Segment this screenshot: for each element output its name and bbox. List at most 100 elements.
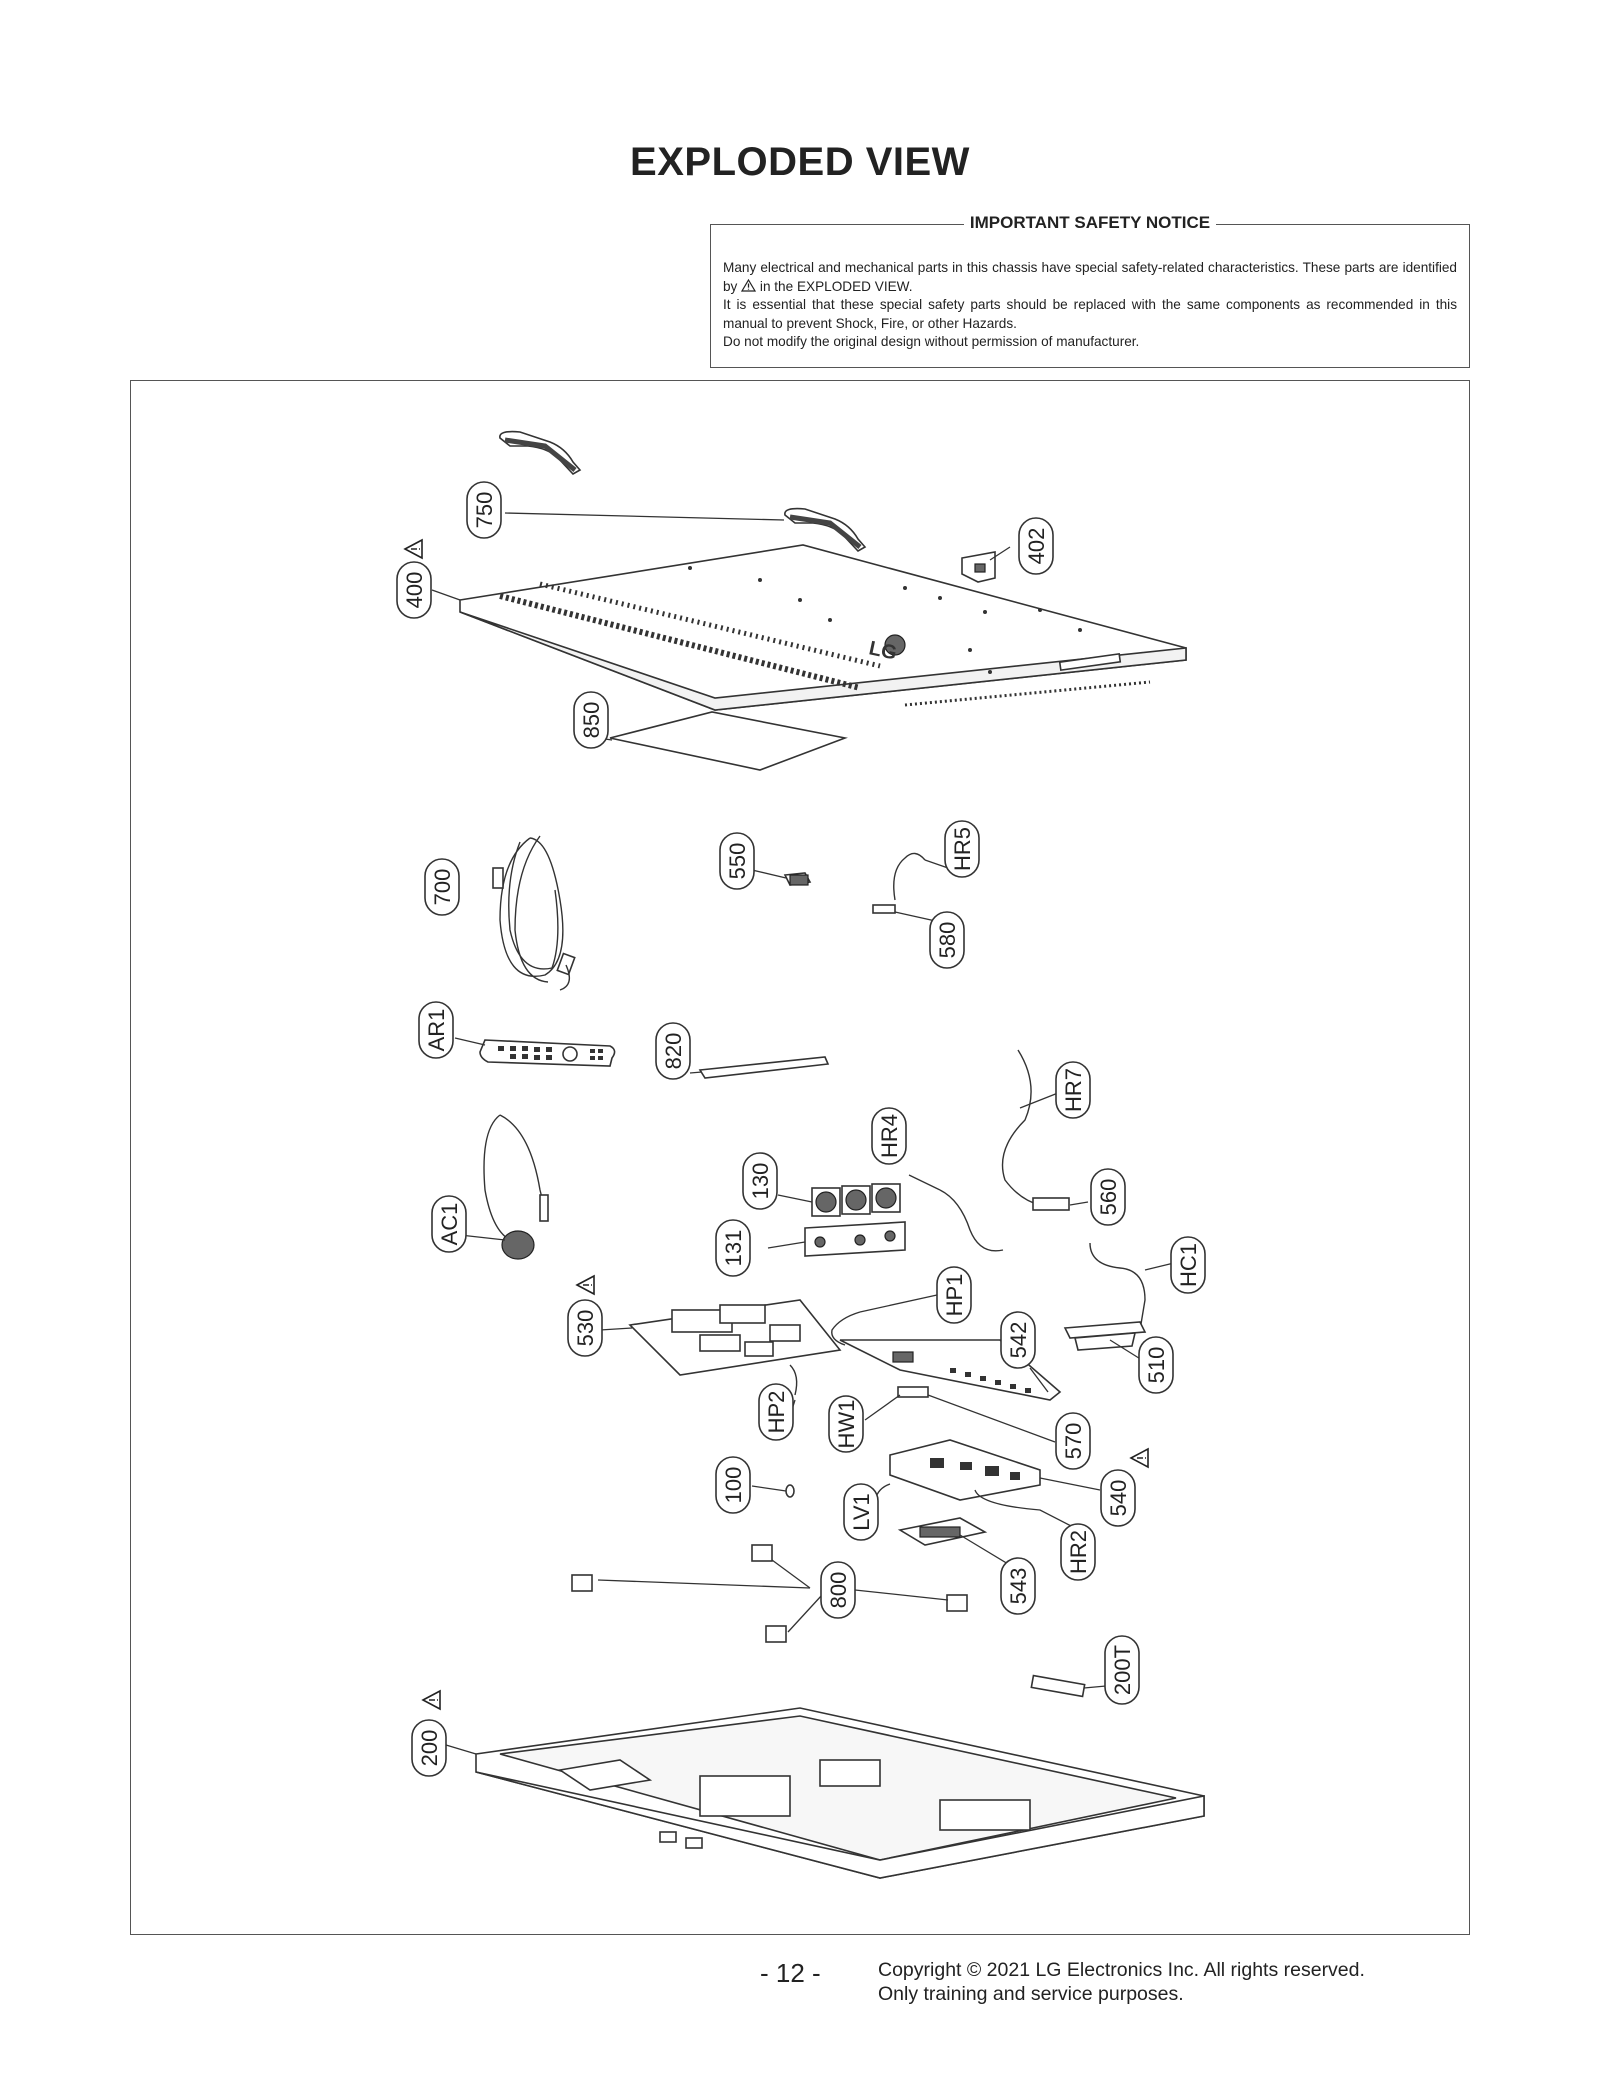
board-560-part	[1032, 1197, 1070, 1211]
part-label-542: 542	[1000, 1311, 1036, 1369]
part-label-550: 550	[719, 832, 755, 890]
fan-bracket-part	[804, 1221, 906, 1257]
part-label-hr7: HR7	[1055, 1061, 1091, 1119]
svg-text:402: 402	[1024, 528, 1049, 565]
part-label-131: 131	[715, 1219, 751, 1277]
part-label-820: 820	[655, 1022, 691, 1080]
svg-text:800: 800	[826, 1572, 851, 1609]
notice-line-2: It is essential that these special safet…	[723, 297, 1457, 331]
svg-text:HP2: HP2	[764, 1391, 789, 1434]
warning-triangle-icon	[575, 1274, 595, 1296]
power-board-part	[628, 1299, 842, 1376]
svg-text:700: 700	[430, 869, 455, 906]
part-label-402: 402	[1018, 517, 1054, 575]
back-cover-part: LG	[459, 544, 1187, 711]
connector-board-part	[872, 852, 926, 914]
svg-text:131: 131	[721, 1230, 746, 1267]
part-label-580: 580	[929, 911, 965, 969]
notice-line-1b: in the EXPLODED VIEW.	[759, 278, 913, 294]
part-label-130: 130	[742, 1152, 778, 1210]
svg-text:HW1: HW1	[834, 1400, 859, 1449]
board-570-part	[897, 1386, 929, 1398]
svg-text:540: 540	[1106, 1480, 1131, 1517]
part-label-800: 800	[820, 1561, 856, 1619]
part-label-hc1: HC1	[1170, 1236, 1206, 1294]
svg-text:LV1: LV1	[849, 1493, 874, 1531]
strip-part	[698, 1056, 830, 1079]
part-label-510: 510	[1138, 1336, 1174, 1394]
part-label-100: 100	[715, 1456, 751, 1514]
svg-text:530: 530	[573, 1310, 598, 1347]
svg-text:560: 560	[1096, 1179, 1121, 1216]
safety-notice-text: Many electrical and mechanical parts in …	[723, 259, 1457, 352]
remote-control-part	[479, 1039, 616, 1067]
svg-text:AR1: AR1	[424, 1009, 449, 1052]
part-label-560: 560	[1090, 1168, 1126, 1226]
part-label-lv1: LV1	[843, 1483, 879, 1541]
svg-text:HP1: HP1	[942, 1274, 967, 1317]
svg-text:HR4: HR4	[877, 1114, 902, 1158]
svg-text:750: 750	[472, 492, 497, 529]
svg-text:AC1: AC1	[437, 1203, 462, 1246]
warning-triangle-icon	[1129, 1447, 1149, 1469]
svg-text:510: 510	[1144, 1347, 1169, 1384]
copyright-text: Copyright © 2021 LG Electronics Inc. All…	[878, 1958, 1365, 2006]
svg-text:820: 820	[661, 1033, 686, 1070]
tcon-board-part	[897, 1517, 988, 1546]
svg-text:200: 200	[417, 1730, 442, 1767]
part-label-hp2: HP2	[758, 1383, 794, 1441]
leader-lines	[431, 512, 1179, 1755]
small-block-part	[783, 872, 812, 886]
part-label-400: 400	[396, 561, 432, 619]
part-label-850: 850	[573, 691, 609, 749]
part-label-ar1: AR1	[418, 1001, 454, 1059]
svg-text:570: 570	[1061, 1423, 1086, 1460]
svg-text:543: 543	[1006, 1568, 1031, 1605]
part-label-hr5: HR5	[944, 820, 980, 878]
svg-text:100: 100	[721, 1467, 746, 1504]
part-label-ac1: AC1	[431, 1195, 467, 1253]
part-label-543: 543	[1000, 1557, 1036, 1615]
part-label-570: 570	[1055, 1412, 1091, 1470]
svg-text:HR7: HR7	[1061, 1068, 1086, 1112]
notice-line-3: Do not modify the original design withou…	[723, 334, 1140, 349]
wire-hr4	[939, 1189, 1004, 1252]
warning-triangle-icon	[403, 538, 423, 560]
svg-text:850: 850	[579, 702, 604, 739]
safety-notice-heading: IMPORTANT SAFETY NOTICE	[963, 213, 1217, 232]
ring-part	[785, 1484, 795, 1498]
part-label-hw1: HW1	[828, 1395, 864, 1453]
copyright-line-1: Copyright © 2021 LG Electronics Inc. All…	[878, 1959, 1365, 1981]
safety-notice-box: IMPORTANT SAFETY NOTICE Many electrical …	[710, 213, 1470, 368]
part-label-hr4: HR4	[871, 1107, 907, 1165]
svg-text:550: 550	[725, 843, 750, 880]
part-label-hr2: HR2	[1060, 1523, 1096, 1581]
svg-text:400: 400	[402, 572, 427, 609]
warning-triangle-icon	[741, 278, 757, 292]
part-label-750: 750	[466, 481, 502, 539]
wire-hp2	[789, 1364, 798, 1396]
sheet-part	[609, 711, 848, 771]
page-number: - 12 -	[760, 1958, 821, 1988]
svg-text:HC1: HC1	[1176, 1243, 1201, 1287]
warning-triangle-icon	[421, 1689, 441, 1711]
stand-bracket-part	[571, 1544, 968, 1643]
notice-line-1a: Many electrical and mechanical parts in …	[723, 260, 1457, 294]
svg-text:580: 580	[935, 922, 960, 959]
part-label-hp1: HP1	[936, 1266, 972, 1324]
chassis-frame-part	[475, 1707, 1205, 1879]
board-200t-part	[1030, 1674, 1086, 1698]
bracket-part	[961, 551, 996, 583]
part-label-530: 530	[567, 1299, 603, 1357]
svg-text:542: 542	[1006, 1322, 1031, 1359]
earphone-part	[483, 1114, 549, 1260]
speaker-part	[1063, 1321, 1147, 1351]
wire-hc1	[1089, 1242, 1146, 1331]
copyright-line-2: Only training and service purposes.	[878, 1983, 1184, 2005]
part-label-700: 700	[424, 858, 460, 916]
svg-text:HR2: HR2	[1066, 1530, 1091, 1574]
page-title: EXPLODED VIEW	[630, 140, 970, 184]
part-label-200: 200	[411, 1719, 447, 1777]
exploded-view-frame	[130, 380, 1470, 1935]
